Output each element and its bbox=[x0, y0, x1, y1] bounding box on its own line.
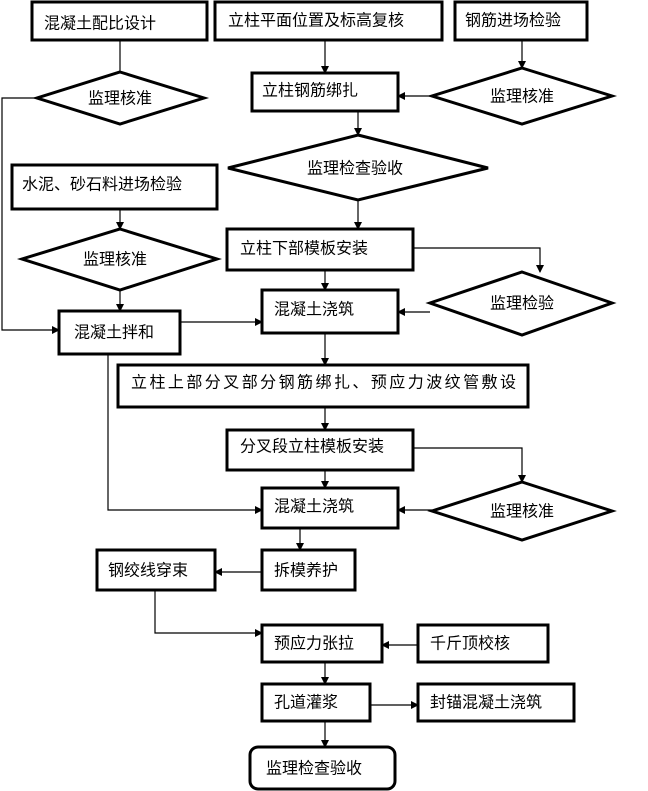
node-label: 混凝土配比设计 bbox=[44, 14, 156, 33]
node-label: 监理核准 bbox=[88, 89, 152, 108]
node-label: 混凝土浇筑 bbox=[274, 497, 354, 516]
node-jack-calibration: 千斤顶校核 bbox=[416, 623, 550, 664]
node-inspect-right: 监理检验 bbox=[425, 270, 617, 337]
node-label: 立柱平面位置及标高复核 bbox=[228, 11, 404, 30]
node-lower-formwork: 立柱下部模板安装 bbox=[225, 227, 415, 272]
node-fork-formwork: 分叉段立柱模板安装 bbox=[225, 428, 415, 472]
node-label: 封锚混凝土浇筑 bbox=[430, 693, 542, 712]
node-mix-design: 混凝土配比设计 bbox=[30, 0, 209, 42]
node-label: 拆模养护 bbox=[274, 561, 338, 580]
node-label: 监理核准 bbox=[490, 502, 554, 521]
node-cement-aggregate-inspection: 水泥、砂石料进场检验 bbox=[10, 163, 219, 211]
node-label: 立柱下部模板安装 bbox=[240, 239, 368, 258]
connector-arrow bbox=[413, 247, 544, 273]
node-label: 混凝土拌和 bbox=[74, 323, 154, 342]
node-formwork-removal-curing: 拆模养护 bbox=[260, 548, 357, 592]
node-label: 监理核准 bbox=[83, 250, 147, 269]
node-approve-right-1: 监理核准 bbox=[426, 66, 618, 126]
node-concrete-mixing: 混凝土拌和 bbox=[57, 309, 182, 356]
node-label: 钢筋进场检验 bbox=[465, 11, 561, 30]
node-strand-threading: 钢绞线穿束 bbox=[95, 548, 217, 592]
node-label: 监理检查验收 bbox=[266, 759, 362, 778]
node-final-inspection: 监理检查验收 bbox=[248, 745, 397, 791]
node-label: 千斤顶校核 bbox=[430, 634, 510, 653]
node-prestress-tensioning: 预应力张拉 bbox=[260, 623, 384, 664]
connectors bbox=[1, 40, 544, 748]
connector-arrow bbox=[107, 354, 263, 514]
node-upper-fork-rebar: 立柱上部分叉部分钢筋绑扎、预应力波纹管敷设 bbox=[116, 363, 530, 409]
node-label: 监理核准 bbox=[490, 87, 554, 106]
node-pour-2: 混凝土浇筑 bbox=[260, 486, 400, 530]
node-label: 预应力张拉 bbox=[274, 634, 354, 653]
node-label: 分叉段立柱模板安装 bbox=[240, 437, 384, 456]
node-anchor-sealing-pour: 封锚混凝土浇筑 bbox=[416, 682, 576, 723]
node-label: 监理检查验收 bbox=[307, 159, 403, 178]
node-column-rebar-binding: 立柱钢筋绑扎 bbox=[250, 71, 400, 113]
node-label: 孔道灌浆 bbox=[274, 693, 338, 712]
node-column-position-check: 立柱平面位置及标高复核 bbox=[213, 0, 444, 42]
node-inspect-accept-1: 监理检查验收 bbox=[227, 133, 489, 202]
node-approve-left-1: 监理核准 bbox=[31, 70, 210, 126]
node-approve-right-2: 监理核准 bbox=[427, 480, 617, 542]
connector-arrow bbox=[1, 97, 60, 334]
connector-arrow bbox=[154, 590, 263, 637]
node-label: 立柱钢筋绑扎 bbox=[262, 81, 358, 100]
node-label: 水泥、砂石料进场检验 bbox=[22, 175, 182, 194]
node-duct-grouting: 孔道灌浆 bbox=[260, 682, 372, 723]
node-label: 钢绞线穿束 bbox=[108, 561, 188, 580]
node-rebar-inspection: 钢筋进场检验 bbox=[453, 0, 589, 42]
connector-arrow bbox=[413, 447, 526, 483]
node-label: 立柱上部分叉部分钢筋绑扎、预应力波纹管敷设 bbox=[131, 373, 516, 392]
node-label: 监理检验 bbox=[490, 294, 554, 313]
node-pour-1: 混凝土浇筑 bbox=[260, 288, 400, 335]
node-approve-left-2: 监理核准 bbox=[16, 227, 223, 292]
node-label: 混凝土浇筑 bbox=[274, 300, 354, 319]
